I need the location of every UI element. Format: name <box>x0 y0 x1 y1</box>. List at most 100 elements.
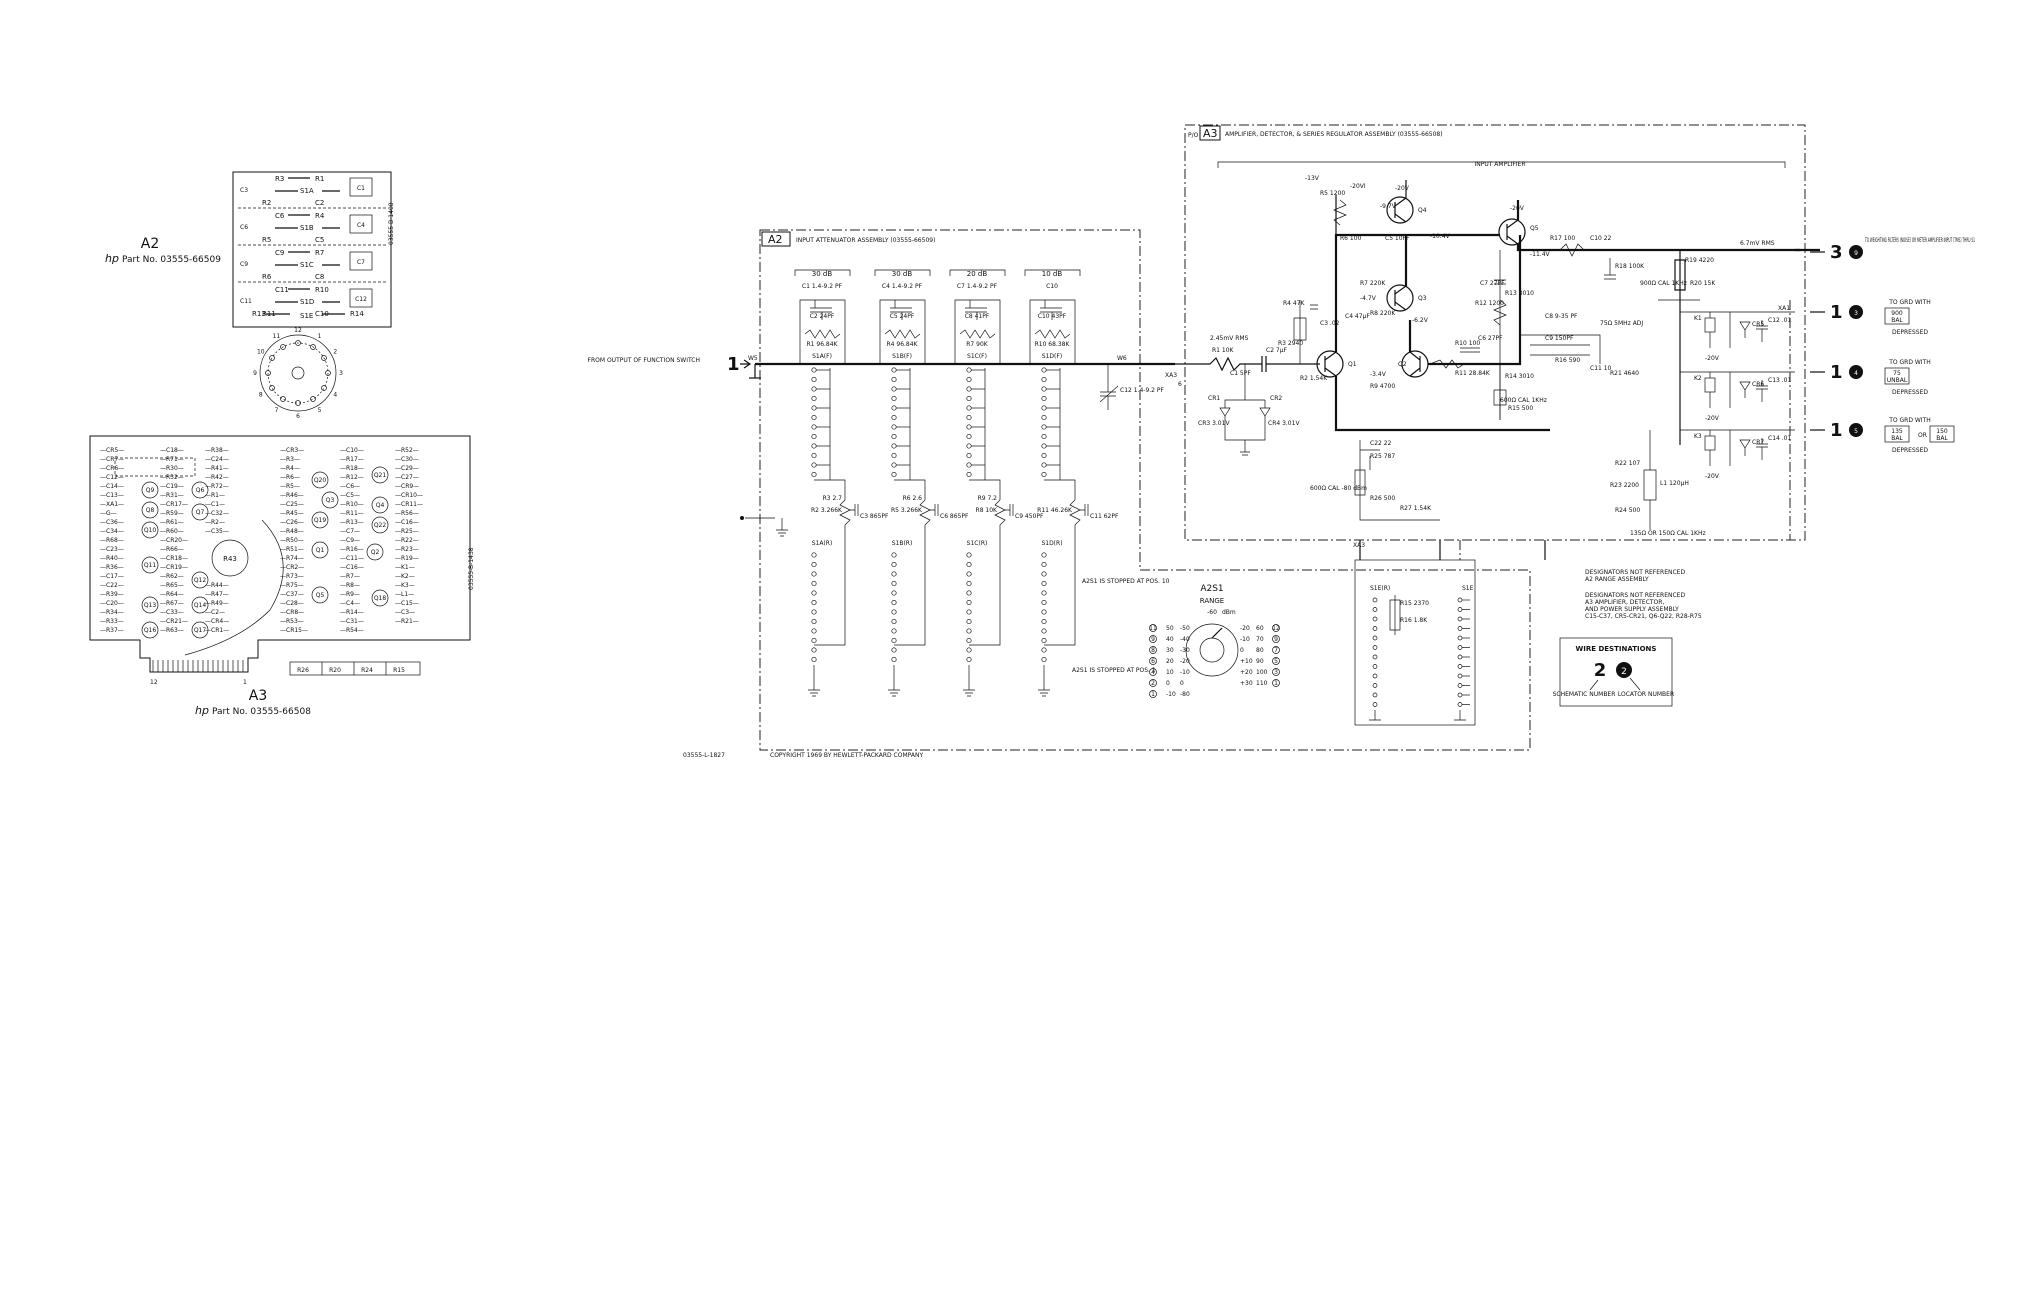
a3-strip-part: R15 <box>393 667 405 674</box>
a3-part-c6: C6 27PF <box>1478 335 1503 342</box>
a3-part-r7: R7 220K <box>1360 280 1386 287</box>
a3-component: —C13— <box>100 492 124 499</box>
a3-component: —C19— <box>160 483 184 490</box>
a2-board-layout: A2 hp Part No. 03555-66509 03555-B-1408 … <box>105 171 395 328</box>
a3-component: —CR15— <box>280 627 308 634</box>
range-subtitle: RANGE <box>1200 597 1224 605</box>
a3-part-r13: R13 3010 <box>1505 290 1534 297</box>
atten-rlo-label: R8 10K <box>976 507 999 514</box>
a3-component: —R61— <box>160 519 184 526</box>
a3-component: —CR5— <box>100 447 124 454</box>
output-number: 1 <box>1830 302 1843 323</box>
note-6: C15-C37, CR5-CR21, Q6-Q22, R28-R75 <box>1585 613 1702 620</box>
a3-part-r10: R10 100 <box>1455 340 1480 347</box>
a3-component: —C1— <box>205 501 225 508</box>
a3-component: —R7— <box>340 573 360 580</box>
atten-clo-label: C11 62PF <box>1090 513 1119 520</box>
main-schematic: A2 INPUT ATTENUATOR ASSEMBLY (03555-6650… <box>588 124 1976 759</box>
a3-component: —R48— <box>280 528 304 535</box>
relay-label: K3 <box>1694 433 1702 440</box>
range-left-db: 10 <box>1166 669 1174 676</box>
output-number: 3 <box>1830 242 1843 263</box>
atten-db-label: 30 dB <box>892 270 913 278</box>
a3-component: —CR7— <box>100 456 124 463</box>
relay-supply: -20V <box>1705 355 1720 362</box>
range-left-pos: 8 <box>1151 647 1155 654</box>
a3-component: —G— <box>100 510 117 517</box>
a3-component: —R53— <box>280 618 304 625</box>
a2-row-l2: R2 <box>262 199 271 207</box>
output-locator: 3 <box>1854 310 1858 317</box>
a3-component: —CR10— <box>395 492 423 499</box>
a3-part-cr1: CR1 <box>1208 395 1220 402</box>
atten-wafer-label: S1B(F) <box>892 353 912 360</box>
range-right-dbm: +10 <box>1240 658 1253 665</box>
a3-component: —C10— <box>340 447 364 454</box>
atten-db-label: 20 dB <box>967 270 988 278</box>
a3-component: —R66— <box>160 546 184 553</box>
atten-cap-label: C10 43PF <box>1038 313 1067 320</box>
a3-component: —R19— <box>395 555 419 562</box>
a3-part-r20: R20 15K <box>1690 280 1716 287</box>
a3-component: —R59— <box>160 510 184 517</box>
range-left-dbm: -80 <box>1180 691 1190 698</box>
atten-clo-label: C6 865PF <box>940 513 969 520</box>
range-top: -60 <box>1207 609 1217 616</box>
atten-wafer-label: S1C(F) <box>967 353 987 360</box>
a2-bottom-switch: S1E <box>300 312 313 320</box>
a3-part-r8: R8 220K <box>1370 310 1396 317</box>
a2-row-right: R1 <box>315 175 324 183</box>
a3-part-r27: R27 1.54K <box>1400 505 1432 512</box>
s1e-wafers: XA3 S1E(R) S1E R15 2370 R16 1.8K <box>1353 542 1476 726</box>
output-destination: TO WEIGHTING FILTERS (NOISE) OR METER AM… <box>1865 237 1976 244</box>
a3-component: —R56— <box>395 510 419 517</box>
wafer-pin-label: 1 <box>318 333 322 340</box>
a3-component: —R18— <box>340 465 364 472</box>
output-button-top: 900 <box>1891 310 1903 317</box>
note-3: DESIGNATORS NOT REFERENCED <box>1585 592 1685 599</box>
wire-dest-right-label: LOCATOR NUMBER <box>1618 691 1674 698</box>
a3-transistor <box>311 471 329 489</box>
a3-region-prefix: P/O <box>1188 132 1199 139</box>
designator-notes: DESIGNATORS NOT REFERENCED A2 RANGE ASSE… <box>1585 569 1702 620</box>
a3-part-r21: R21 4640 <box>1610 370 1639 377</box>
range-left-db: -10 <box>1166 691 1176 698</box>
a3-part-c7: C7 27PF <box>1480 280 1505 287</box>
range-right-dbm: 0 <box>1240 647 1244 654</box>
wafer-pin-label: 2 <box>333 349 337 356</box>
a3-part-r12: R12 1200 <box>1475 300 1504 307</box>
a3-component: —C33— <box>160 609 184 616</box>
a3-component: —C17— <box>100 573 124 580</box>
output-button-bottom: UNBAL <box>1887 377 1908 384</box>
a3-component: —R44— <box>205 582 229 589</box>
range-right-pos: 5 <box>1274 658 1278 665</box>
range-right-pos: 9 <box>1274 636 1278 643</box>
a3-component: —C9— <box>340 537 360 544</box>
a3-component: —C6— <box>340 483 360 490</box>
stop-note-1: A2S1 IS STOPPED AT POS. 10 <box>1082 578 1170 585</box>
a3-connector-right: 1 <box>243 679 247 686</box>
a3-component: —R21— <box>395 618 419 625</box>
range-left-dbm: -10 <box>1180 669 1190 676</box>
range-right-pos: 12 <box>1272 625 1280 632</box>
a3-part-q4: Q4 <box>1418 207 1427 214</box>
relay-diode-label: CR7 <box>1752 439 1764 446</box>
a3-component: —C20— <box>100 600 124 607</box>
a3-transistor-label: Q18 <box>374 595 387 602</box>
atten-rlo-label: R5 3.266K <box>891 507 923 514</box>
a3-component: —R5— <box>280 483 300 490</box>
range-unit: dBm <box>1222 609 1236 616</box>
a3-component: —R39— <box>100 591 124 598</box>
a3-transistor <box>311 511 329 529</box>
a2-hp-logo: hp <box>105 252 119 265</box>
range-left-db: 30 <box>1166 647 1174 654</box>
a3-component: —R13— <box>340 519 364 526</box>
a3-transistor <box>141 481 159 499</box>
a2-row-left: C6 <box>275 212 285 220</box>
a3-part-c5: C5 10PF <box>1385 235 1410 242</box>
output-locator: 9 <box>1854 250 1858 257</box>
